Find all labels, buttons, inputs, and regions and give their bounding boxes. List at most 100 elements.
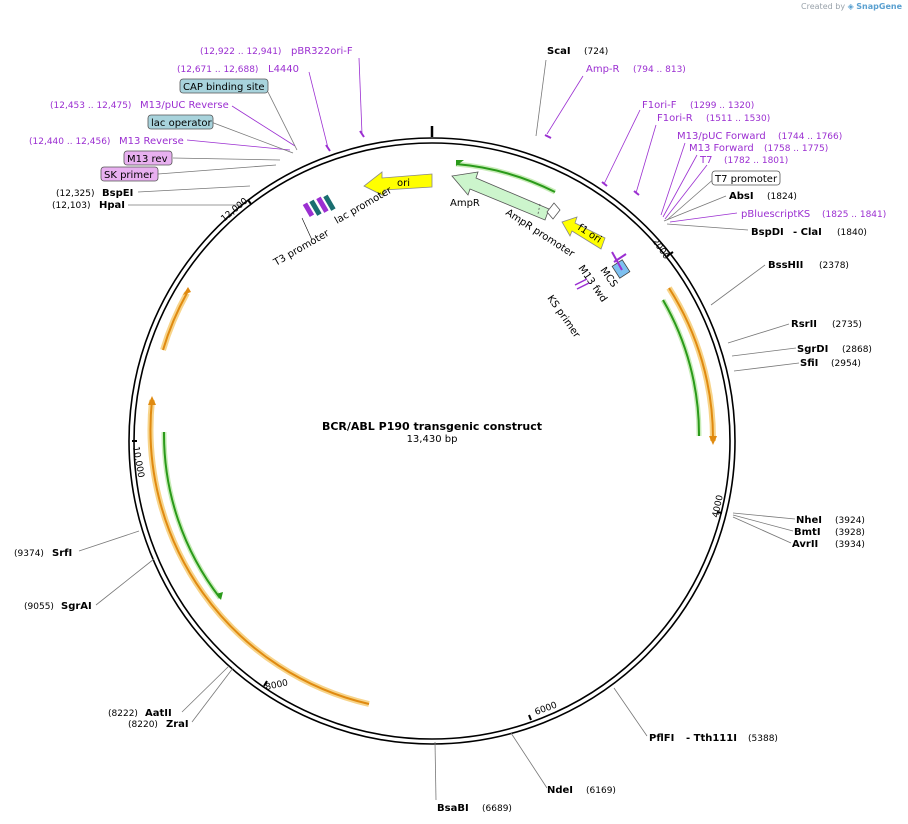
enzyme-clai[interactable]: - ClaI (793, 227, 822, 238)
enzyme-bspei[interactable]: BspEI (102, 188, 133, 199)
enzyme-bmti[interactable]: BmtI (794, 527, 821, 538)
tick-label-8000: 8000 (265, 678, 290, 693)
enzyme-srfi[interactable]: SrfI (52, 548, 72, 559)
sk-primer-box[interactable] (100, 166, 159, 182)
enzyme-rsrii[interactable]: RsrII (791, 319, 817, 330)
leader-sgrai (95, 558, 155, 606)
t3-promoter-label: T3 promoter (271, 228, 332, 269)
enzyme-bspdi[interactable]: BspDI (751, 227, 784, 238)
enzyme-leaders (78, 59, 800, 801)
primer-pbr322-pos: (12,922 .. 12,941) (200, 47, 281, 57)
primer-m13puc-fwd[interactable]: M13/pUC Forward (677, 131, 766, 142)
enzyme-rsrii-pos: (2735) (832, 320, 862, 330)
leader-l4440 (308, 71, 329, 149)
primer-marks (325, 130, 640, 196)
tick-mark-6000 (528, 714, 532, 721)
ampr-arrow (451, 171, 550, 221)
mcs-primer-mark (613, 253, 627, 263)
enzyme-hpai-pos: (12,103) (52, 201, 91, 211)
cap-site-box[interactable] (179, 78, 269, 94)
orange-arc-left (149, 399, 370, 705)
snapgene-logo-icon: ◈ (847, 2, 854, 11)
leader-bsabi (434, 741, 437, 801)
lac-box-3 (323, 194, 336, 211)
enzyme-aatii[interactable]: AatII (145, 708, 172, 719)
m13-rev-box[interactable] (123, 150, 173, 166)
enzyme-bspdi-pos: (1840) (837, 228, 867, 238)
enzyme-pflfi[interactable]: PflFI (649, 733, 674, 744)
green-arc-top-arrowhead (456, 160, 464, 166)
lac-box-2 (316, 196, 329, 213)
primer-pbr322[interactable]: pBR322ori-F (291, 46, 353, 57)
tick-label-10000: 10,000 (130, 446, 145, 479)
leader-m13puc-rev (231, 105, 296, 147)
primer-f1ori-r[interactable]: F1ori-R (657, 113, 693, 124)
outer-feature-arcs (147, 160, 717, 707)
f1ori-feature: f1 ori (561, 216, 606, 250)
leader-bmti (732, 514, 794, 532)
leader-scai (535, 59, 547, 137)
leader-rsrii (727, 323, 790, 344)
leader-ndei (510, 732, 548, 789)
leader-m13rev (172, 157, 281, 161)
mark-amp-r (544, 134, 552, 139)
tick-label-12000: 12,000 (220, 196, 251, 224)
leader-absi (663, 195, 727, 222)
t3-mark (302, 202, 315, 218)
enzyme-aatii-pos: (8222) (108, 709, 138, 719)
leader-m13-fwd (662, 154, 698, 218)
leader-amp-r (546, 75, 584, 135)
mark-f1ori-f (601, 181, 608, 187)
enzyme-avrii[interactable]: AvrII (792, 539, 818, 550)
enzyme-bsabi[interactable]: BsaBI (437, 803, 469, 814)
leader-bspdi (666, 223, 749, 231)
primer-m13puc-rev-pos: (12,453 .. 12,475) (50, 101, 131, 111)
enzyme-zrai-pos: (8220) (128, 720, 158, 730)
enzyme-avrii-pos: (3934) (835, 540, 865, 550)
primer-pbluescriptks[interactable]: pBluescriptKS (741, 209, 810, 220)
enzyme-absi[interactable]: AbsI (729, 191, 754, 202)
enzyme-bsshii-pos: (2378) (819, 261, 849, 271)
leader-lacop (210, 121, 294, 154)
enzyme-hpai[interactable]: HpaI (99, 200, 125, 211)
enzyme-zrai[interactable]: ZraI (166, 719, 189, 730)
primer-m13-fwd[interactable]: M13 Forward (689, 143, 754, 154)
lac-operator-label: lac operator (151, 118, 212, 129)
leader-nhei (732, 512, 796, 520)
primer-l4440[interactable]: L4440 (268, 64, 299, 75)
t7-promoter-box[interactable] (711, 170, 781, 186)
primer-t7[interactable]: T7 (699, 155, 712, 166)
enzyme-ndei[interactable]: NdeI (547, 785, 573, 796)
primer-m13-fwd-pos: (1758 .. 1775) (764, 144, 828, 154)
tick-mark-4000 (716, 511, 723, 514)
enzyme-absi-pos: (1824) (767, 192, 797, 202)
green-arc-right-halo (660, 298, 702, 437)
enzyme-bsshii[interactable]: BssHII (768, 260, 803, 271)
lac-box-1 (309, 199, 322, 216)
primer-m13puc-rev[interactable]: M13/pUC Reverse (140, 100, 229, 111)
ampr-feature: AmpR AmpR promoter (450, 171, 577, 260)
orange-arc-small (162, 292, 188, 351)
primer-f1ori-f[interactable]: F1ori-F (642, 100, 677, 111)
leader-m13puc-fwd (660, 142, 686, 216)
enzyme-tth111i[interactable]: - Tth111I (686, 733, 737, 744)
green-arc-top (455, 163, 556, 193)
map-subtitle: 13,430 bp (407, 434, 458, 445)
enzyme-scai[interactable]: ScaI (547, 46, 571, 57)
lac-operator-box[interactable] (147, 114, 214, 130)
leader-t7 (664, 164, 708, 220)
primer-pbluescriptks-pos: (1825 .. 1841) (822, 210, 886, 220)
primer-m13-rev[interactable]: M13 Reverse (119, 136, 184, 147)
enzyme-nhei[interactable]: NheI (796, 515, 822, 526)
tick-mark-8000 (263, 680, 268, 687)
enzyme-sfii[interactable]: SfiI (800, 358, 818, 369)
ampr-promoter-arrow (546, 202, 561, 220)
orange-arc-left-halo (147, 399, 370, 707)
box-leaders (157, 91, 298, 175)
lac-promoter-label: lac promoter (333, 185, 395, 227)
enzyme-bspei-pos: (12,325) (56, 189, 95, 199)
enzyme-sgrai[interactable]: SgrAI (61, 601, 92, 612)
primer-amp-r[interactable]: Amp-R (586, 64, 620, 75)
map-title: BCR/ABL P190 transgenic construct (322, 420, 542, 433)
enzyme-sgrdi[interactable]: SgrDI (797, 344, 828, 355)
